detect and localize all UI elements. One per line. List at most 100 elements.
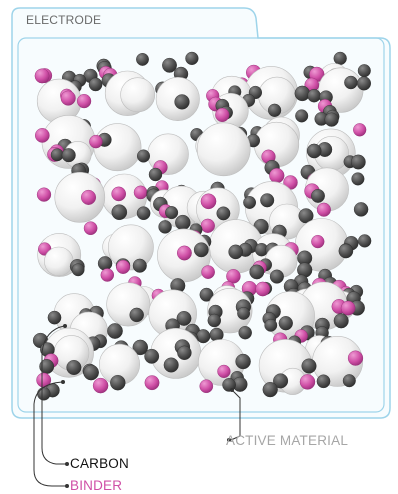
active-material-particle bbox=[120, 77, 156, 113]
carbon-particle bbox=[278, 316, 293, 331]
leader-line-carbon bbox=[41, 325, 66, 465]
binder-particle bbox=[92, 377, 109, 394]
binder-particle bbox=[116, 259, 131, 274]
carbon-particle bbox=[262, 382, 278, 398]
carbon-particle bbox=[357, 76, 372, 91]
carbon-particle bbox=[344, 75, 358, 90]
carbon-particle bbox=[110, 375, 126, 391]
carbon-particle bbox=[311, 188, 325, 203]
carbon-particle bbox=[298, 208, 314, 224]
binder-particle bbox=[269, 168, 285, 184]
carbon-particle bbox=[111, 204, 128, 220]
carbon-particle bbox=[83, 364, 99, 381]
carbon-particle bbox=[132, 339, 149, 356]
active-material-particle bbox=[54, 172, 106, 223]
binder-particle bbox=[311, 235, 325, 249]
carbon-particle bbox=[237, 306, 251, 320]
binder-particle bbox=[200, 193, 217, 210]
binder-particle bbox=[144, 375, 160, 391]
carbon-particle bbox=[177, 345, 192, 360]
carbon-particle bbox=[97, 256, 113, 271]
binder-particle bbox=[340, 300, 356, 316]
carbon-particle bbox=[333, 313, 349, 329]
carbon-particle bbox=[353, 202, 369, 217]
carbon-particle bbox=[235, 353, 251, 370]
carbon-particle bbox=[162, 57, 177, 73]
carbon-particle bbox=[88, 77, 103, 92]
carbon-particle bbox=[37, 387, 51, 401]
carbon-particle bbox=[129, 307, 144, 323]
carbon-particle bbox=[158, 220, 172, 234]
legend-carbon: CARBON bbox=[70, 456, 129, 471]
carbon-particle bbox=[338, 243, 354, 259]
binder-particle bbox=[176, 245, 192, 261]
carbon-particle bbox=[273, 373, 289, 389]
electrode-title: ELECTRODE bbox=[26, 13, 102, 27]
carbon-particle bbox=[350, 154, 366, 170]
carbon-particle bbox=[193, 242, 209, 258]
carbon-particle bbox=[294, 85, 310, 102]
carbon-particle bbox=[324, 112, 339, 127]
active-material-particle bbox=[196, 122, 251, 177]
leader-dot-active-label bbox=[227, 438, 231, 442]
binder-particle bbox=[217, 364, 231, 379]
carbon-particle bbox=[61, 148, 76, 163]
binder-particle bbox=[255, 281, 271, 297]
carbon-particle bbox=[295, 109, 309, 123]
carbon-particle bbox=[307, 88, 321, 103]
particle-field bbox=[32, 51, 372, 401]
binder-particle bbox=[133, 185, 148, 200]
carbon-particle bbox=[268, 103, 282, 117]
binder-particle bbox=[299, 374, 316, 390]
binder-particle bbox=[226, 269, 241, 284]
carbon-particle bbox=[207, 313, 222, 328]
carbon-particle bbox=[107, 323, 123, 339]
carbon-particle bbox=[228, 244, 243, 260]
active-material-particle bbox=[107, 224, 154, 271]
binder-particle bbox=[215, 107, 230, 123]
carbon-particle bbox=[66, 360, 82, 376]
carbon-particle bbox=[136, 206, 151, 220]
carbon-particle bbox=[301, 358, 317, 374]
leader-dot-carbon-end bbox=[63, 324, 67, 328]
carbon-particle bbox=[132, 258, 147, 273]
active-material-particle bbox=[93, 123, 142, 172]
binder-particle bbox=[35, 128, 50, 143]
leader-dot-active-end bbox=[230, 388, 234, 392]
binder-particle bbox=[36, 187, 52, 202]
carbon-particle bbox=[357, 64, 371, 78]
carbon-particle bbox=[47, 310, 62, 325]
carbon-particle bbox=[238, 326, 252, 340]
carbon-particle bbox=[148, 167, 163, 182]
carbon-particle bbox=[316, 374, 331, 389]
carbon-particle bbox=[196, 329, 211, 344]
active-material-particle bbox=[253, 121, 300, 168]
carbon-particle bbox=[249, 264, 265, 280]
binder-particle bbox=[60, 90, 76, 106]
binder-particle bbox=[347, 350, 364, 366]
carbon-particle bbox=[342, 374, 356, 388]
leader-dot-binder-end bbox=[61, 380, 65, 384]
carbon-particle bbox=[136, 149, 150, 163]
carbon-particle bbox=[176, 310, 192, 326]
active-material-particle bbox=[106, 282, 151, 327]
carbon-particle bbox=[264, 318, 278, 332]
binder-particle bbox=[200, 218, 215, 233]
carbon-particle bbox=[269, 269, 284, 284]
carbon-particle bbox=[351, 172, 365, 186]
carbon-particle bbox=[333, 51, 347, 66]
binder-particle bbox=[111, 186, 126, 202]
carbon-particle bbox=[175, 214, 191, 231]
binder-particle bbox=[353, 123, 367, 137]
carbon-particle bbox=[71, 263, 85, 277]
leader-dot-carbon-label bbox=[65, 462, 69, 466]
active-material-particle bbox=[44, 246, 74, 277]
carbon-particle bbox=[174, 94, 190, 110]
binder-particle bbox=[83, 221, 98, 235]
binder-particle bbox=[34, 68, 50, 84]
carbon-particle bbox=[50, 148, 64, 162]
carbon-particle bbox=[260, 193, 275, 208]
binder-particle bbox=[201, 265, 215, 279]
leader-line-binder bbox=[33, 381, 66, 487]
